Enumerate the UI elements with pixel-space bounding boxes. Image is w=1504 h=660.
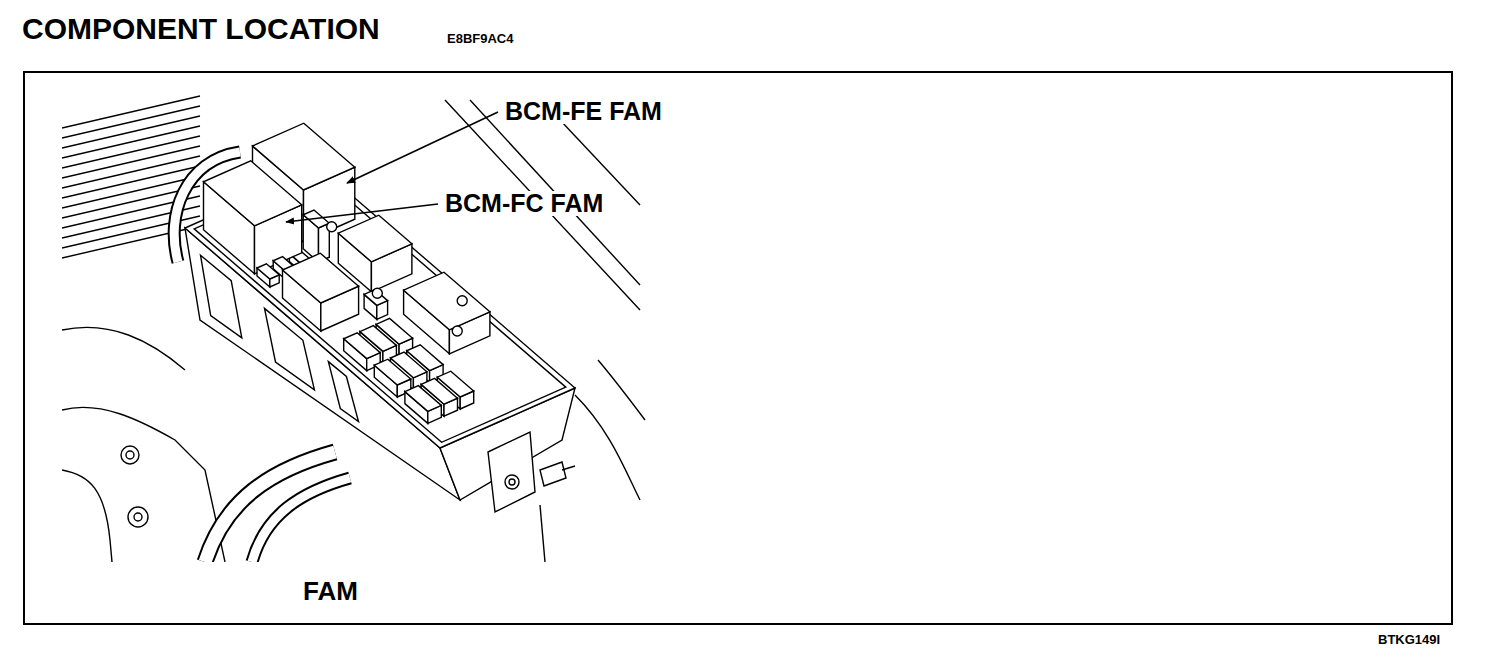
bolt: [126, 451, 134, 459]
grille-fin: [62, 156, 200, 188]
fuse-top: [405, 386, 441, 412]
nut: [457, 296, 467, 306]
figure-code: BTKG149I: [1378, 633, 1440, 646]
bolt: [505, 475, 519, 489]
bolt: [509, 479, 515, 485]
bracket-tab: [488, 432, 535, 512]
grille-fin: [62, 106, 200, 138]
panel-line: [540, 505, 545, 562]
grille-fin: [62, 136, 200, 168]
leader-arrow: [347, 112, 498, 183]
callout-label: BCM-FE FAM: [505, 99, 662, 124]
bolt: [128, 507, 148, 527]
fuse-box-drawing: [62, 96, 645, 562]
figure-code: E8BF9AC4: [447, 32, 513, 45]
relay-top: [338, 215, 412, 262]
panel-line: [598, 360, 645, 420]
bracket-line: [62, 407, 225, 562]
relay: [404, 272, 490, 354]
background-panel: [445, 100, 645, 562]
bracket-line: [62, 470, 112, 562]
relay-top: [404, 272, 490, 330]
part-label: FAM: [303, 578, 358, 604]
nut: [327, 222, 337, 232]
nut: [452, 326, 462, 336]
connector: [204, 161, 302, 274]
wire: [205, 452, 335, 562]
bolt: [134, 513, 142, 521]
panel-line: [445, 100, 640, 310]
fuse-top: [257, 264, 279, 279]
page-title: COMPONENT LOCATION: [22, 14, 380, 44]
stud: [540, 462, 566, 486]
fuse: [257, 264, 279, 287]
grille-fin: [62, 96, 200, 128]
wire: [205, 452, 335, 562]
connector-top: [204, 161, 302, 226]
fuse: [405, 386, 441, 424]
wire: [252, 478, 350, 562]
engine-bracket: [62, 327, 225, 562]
figure-frame: [24, 72, 1452, 624]
wire: [252, 478, 350, 562]
relay-top: [283, 253, 359, 303]
relay: [283, 253, 359, 331]
mounting-bracket: [488, 432, 575, 512]
grille-fin: [62, 146, 200, 178]
grille-fin: [62, 116, 200, 148]
fuse-top: [344, 333, 381, 359]
callout-label: BCM-FC FAM: [445, 191, 603, 216]
leader-arrow: [286, 204, 438, 222]
grille-fin: [62, 126, 200, 158]
fuse-top: [374, 359, 411, 385]
nut: [372, 288, 382, 298]
bracket-line: [62, 327, 185, 370]
panel-line: [575, 395, 640, 500]
stud: [562, 466, 575, 470]
bolt: [121, 446, 139, 464]
